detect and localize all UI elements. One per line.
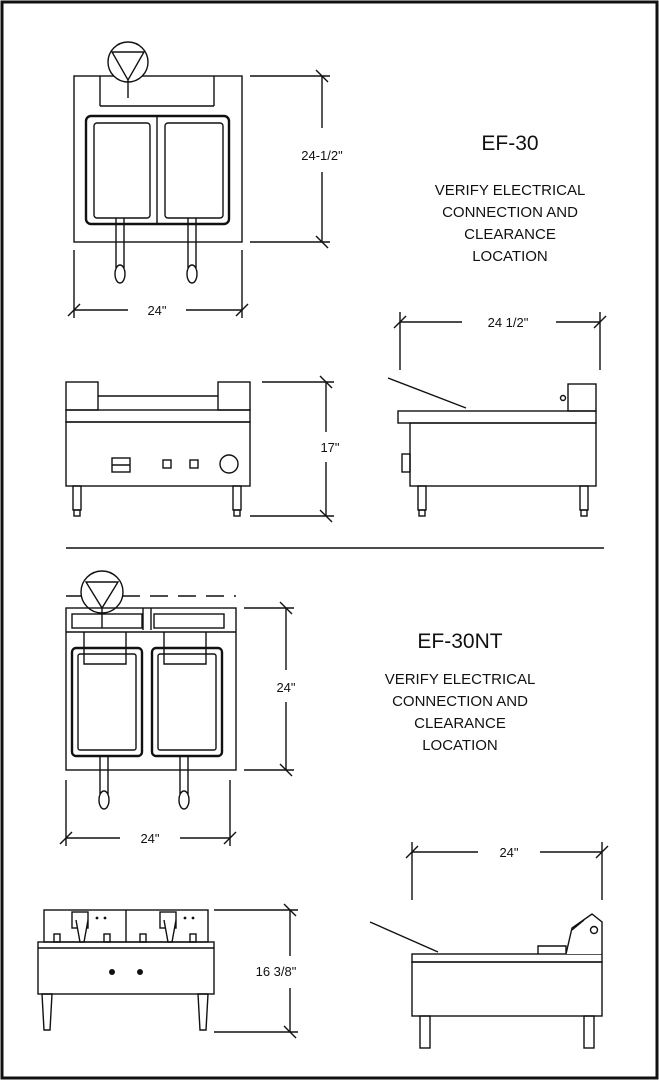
- ef30nt-front-view: [37, 909, 215, 1031]
- ef30-side-depth-dimension: 24 1/2": [393, 312, 607, 370]
- ef30-plan-view: [73, 41, 243, 284]
- ef30-front-view: [65, 381, 251, 517]
- ef30-model-title: EF-30: [481, 132, 538, 155]
- ef30nt-side-depth-dimension: 24": [405, 842, 609, 900]
- ef30nt-note-line-1: VERIFY ELECTRICAL: [385, 671, 536, 688]
- ef30nt-plan-depth-label: 24": [276, 680, 295, 695]
- drain-symbol-icon: [107, 41, 149, 98]
- ef30nt-plan-view: [65, 570, 237, 810]
- ef30-plan-depth-label: 24-1/2": [301, 148, 343, 163]
- ef30nt-plan-width-label: 24": [140, 831, 159, 846]
- drain-symbol-icon: [80, 570, 124, 628]
- ef30-front-height-label: 17": [320, 440, 339, 455]
- ef30nt-note-line-4: LOCATION: [422, 737, 498, 754]
- ef30-note-line-3: CLEARANCE: [464, 226, 556, 243]
- ef30-note-line-2: CONNECTION AND: [442, 204, 578, 221]
- ef30-plan-depth-dimension: 24-1/2": [250, 69, 343, 249]
- ef30nt-side-view: [369, 913, 603, 1049]
- ef30nt-plan-width-dimension: 24": [59, 780, 237, 846]
- ef30-plan-width-label: 24": [147, 303, 166, 318]
- ef30nt-plan-depth-dimension: 24": [244, 601, 296, 777]
- ef30nt-note-line-3: CLEARANCE: [414, 715, 506, 732]
- ef30-note-line-4: LOCATION: [472, 248, 548, 265]
- ef30-side-depth-label: 24 1/2": [488, 315, 529, 330]
- ef30-plan-width-dimension: 24": [67, 250, 249, 318]
- ef30nt-side-depth-label: 24": [499, 845, 518, 860]
- ef30nt-front-height-label: 16 3/8": [256, 964, 297, 979]
- ef30nt-model-title: EF-30NT: [417, 630, 502, 653]
- ef30-side-view: [387, 377, 597, 517]
- ef30nt-note-line-2: CONNECTION AND: [392, 693, 528, 710]
- ef30nt-front-height-dimension: 16 3/8": [214, 903, 298, 1039]
- ef30-front-height-dimension: 17": [250, 375, 340, 523]
- ef30-note-line-1: VERIFY ELECTRICAL: [435, 182, 586, 199]
